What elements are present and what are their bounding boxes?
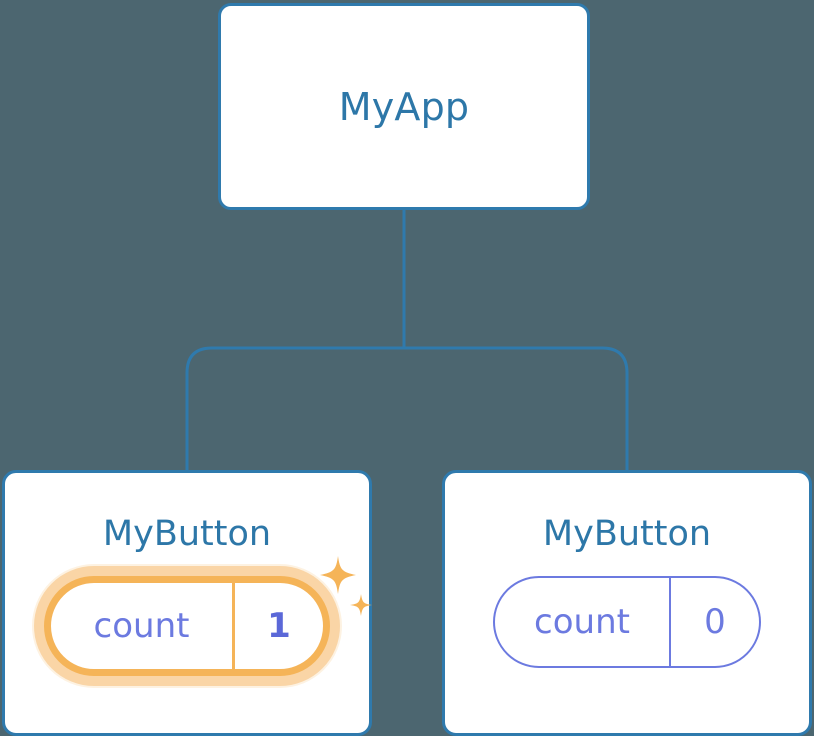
state-chip-highlighted[interactable]: count 1 (44, 576, 330, 676)
state-value-label: 0 (704, 602, 726, 642)
node-root-myapp[interactable]: MyApp (218, 3, 590, 210)
node-child-title: MyButton (542, 514, 712, 554)
node-child-title: MyButton (102, 514, 272, 554)
state-key-label: count (93, 606, 190, 646)
state-chip[interactable]: count 0 (493, 576, 761, 668)
state-chip-wrapper: count 1 (44, 556, 372, 676)
state-chip-wrapper: count 0 (493, 576, 761, 668)
connector-bus-left (185, 346, 404, 470)
node-root-title: MyApp (338, 84, 470, 129)
node-child-mybutton-1[interactable]: MyButton count 1 (2, 470, 372, 736)
connector-bus-right (404, 346, 629, 470)
sparkle-icon (320, 556, 356, 594)
state-value-label: 1 (267, 606, 291, 646)
sparkle-small-icon (350, 594, 372, 616)
state-chip-divider (669, 578, 671, 666)
node-child-mybutton-2[interactable]: MyButton count 0 (442, 470, 812, 736)
state-key-label: count (534, 602, 630, 642)
state-chip-divider (232, 583, 235, 669)
